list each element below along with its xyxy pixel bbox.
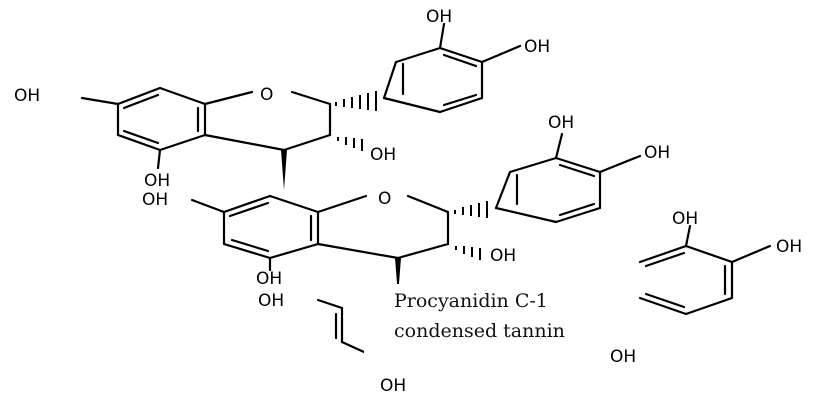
middle-a-ring [190, 194, 320, 272]
oh-label: OH [370, 145, 396, 165]
atom-labels: OH OH OH O OH OH OH OH OH O OH OH OH OH … [14, 7, 802, 396]
oh-label: OH [144, 171, 170, 191]
oh-label: OH [258, 291, 284, 311]
middle-c-ring [316, 194, 450, 296]
upper-hash-bonds [335, 91, 377, 151]
upper-c-ring [203, 90, 332, 190]
oh-label: OH [256, 269, 282, 289]
oh-label: OH [548, 113, 574, 133]
lower-left-ring [316, 298, 366, 354]
oh-label: OH [610, 347, 636, 367]
oxygen-label: O [378, 189, 391, 209]
upper-b-ring [382, 22, 522, 114]
oh-truncated-label: OH [776, 237, 802, 257]
caption-compound-name: Procyanidin C-1 [394, 290, 548, 312]
oh-label: OH [524, 37, 550, 57]
oh-label: OH [380, 376, 406, 396]
lower-right-ring [638, 224, 772, 316]
oh-label: OH [644, 143, 670, 163]
oh-label: OH [672, 209, 698, 229]
compound-caption: Procyanidin C-1 condensed tannin [364, 284, 604, 364]
upper-a-ring [80, 86, 207, 170]
oh-label: OH [14, 86, 40, 106]
oh-label: OH [490, 246, 516, 266]
caption-compound-class: condensed tannin [394, 320, 565, 342]
oxygen-label: O [260, 85, 273, 105]
middle-b-ring [494, 132, 642, 224]
middle-hash-bonds [454, 201, 488, 260]
oh-label: OH [142, 190, 168, 210]
oh-label: OH [426, 7, 452, 27]
